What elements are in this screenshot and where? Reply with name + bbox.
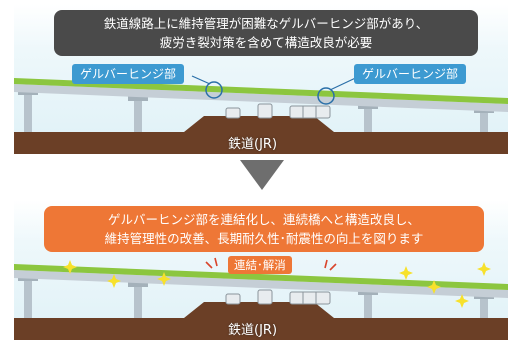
current-callout-line1: 鉄道線路上に維持管理が困難なゲルバーヒンジ部があり、 (103, 16, 429, 31)
train-cars (225, 103, 331, 119)
improvement-callout-line1: ゲルバーヒンジ部を連結化し、連続橋へと構造改良し、 (108, 212, 420, 227)
current-state-callout: 鉄道線路上に維持管理が困難なゲルバーヒンジ部があり、 疲労き裂対策を含めて構造改… (54, 10, 478, 56)
railway-label-top: 鉄道(JR) (228, 137, 278, 152)
continuous-girder (14, 270, 508, 298)
bridge-girder (14, 84, 508, 112)
sparkle-icons (63, 260, 491, 308)
bridge-piers (24, 94, 488, 132)
ground-embankment (14, 302, 508, 340)
hinge-label-right: ゲルバーヒンジ部 (354, 64, 467, 84)
bridge-piers (24, 280, 488, 318)
emphasis-marks (205, 257, 337, 271)
improvement-callout: ゲルバーヒンジ部を連結化し、連続橋へと構造改良し、 維持管理性の改善、長期耐久性… (44, 206, 484, 252)
improvement-callout-line2: 維持管理性の改善、長期耐久性･耐震性の向上を図ります (104, 231, 424, 246)
train-cars (225, 289, 331, 305)
continuous-deck (14, 264, 508, 290)
improved-state-panel: ゲルバーヒンジ部を連結化し、連続橋へと構造改良し、 維持管理性の改善、長期耐久性… (14, 200, 508, 340)
connect-resolve-label: 連結･解消 (228, 256, 292, 274)
railway-label-bottom: 鉄道(JR) (228, 323, 278, 338)
current-bridge-scene (14, 73, 508, 154)
hinge-point-right (317, 87, 335, 105)
ground-embankment (14, 116, 508, 154)
hinge-point-left (205, 81, 223, 99)
current-state-panel: 鉄道線路上に維持管理が困難なゲルバーヒンジ部があり、 疲労き裂対策を含めて構造改… (14, 4, 508, 154)
hinge-label-left: ゲルバーヒンジ部 (72, 64, 185, 84)
improved-bridge-scene (14, 257, 508, 340)
down-arrow-icon (240, 160, 284, 190)
bridge-deck (14, 78, 508, 104)
current-callout-line2: 疲労き裂対策を含めて構造改良が必要 (159, 35, 373, 50)
